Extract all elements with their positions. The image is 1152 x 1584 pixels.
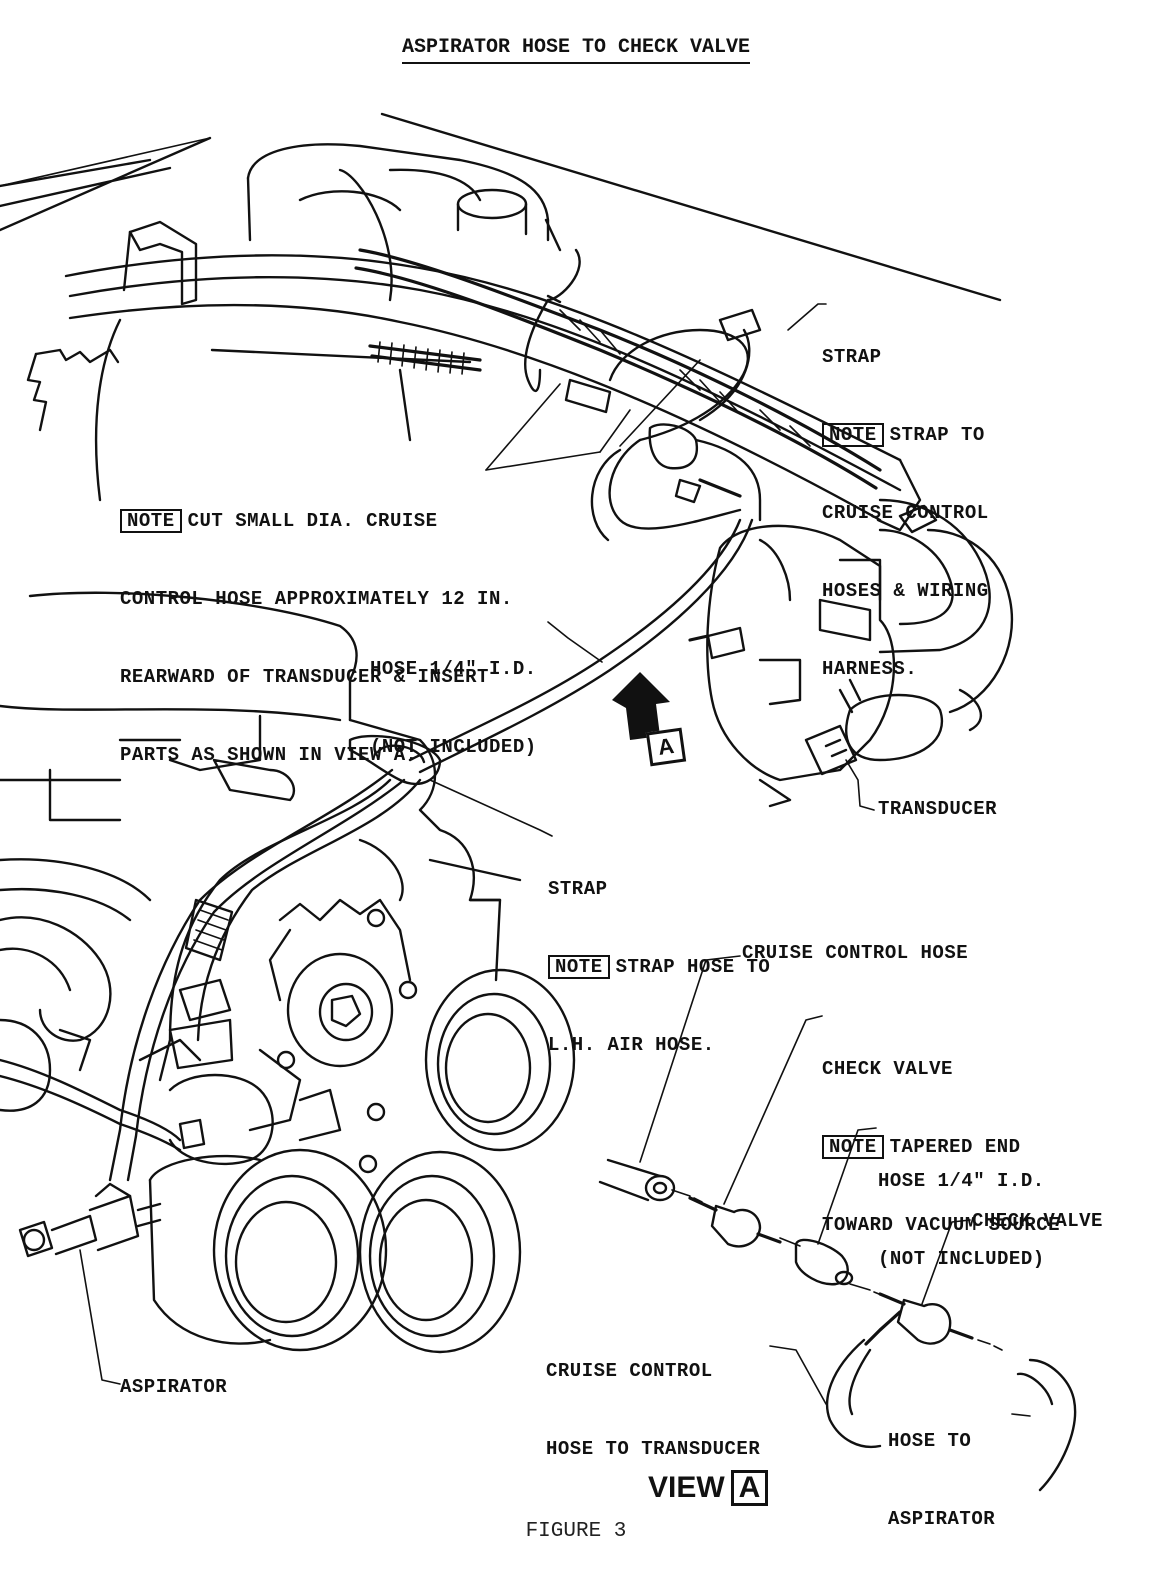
check-valve-1-text: TAPERED END bbox=[889, 1136, 1021, 1158]
upper-strap bbox=[524, 248, 762, 442]
check-valve-1-line3: TOWARD VACUUM SOURCE bbox=[822, 1214, 1061, 1236]
view-a-detail bbox=[598, 955, 1077, 1492]
hose-lower-line1: HOSE 1/4" I.D. bbox=[878, 1170, 1045, 1192]
strap-top-line4: HOSES & WIRING bbox=[822, 580, 989, 602]
note-cut-line3: REARWARD OF TRANSDUCER & INSERT bbox=[120, 666, 489, 688]
view-label: VIEW bbox=[648, 1471, 725, 1504]
note-box: NOTE bbox=[822, 423, 884, 447]
left-hoses bbox=[0, 916, 182, 1152]
hose-upper-line2: (NOT INCLUDED) bbox=[370, 736, 537, 758]
compressor bbox=[138, 1038, 274, 1166]
harness-connector bbox=[564, 378, 742, 504]
view-a-arrow bbox=[612, 672, 670, 740]
note-box: NOTE bbox=[548, 955, 610, 979]
note-box: NOTE bbox=[822, 1135, 884, 1159]
clamp-bracket bbox=[122, 220, 198, 306]
engine-left-edge bbox=[26, 318, 472, 502]
view-a-marker-box: A bbox=[645, 727, 687, 767]
strap-mid-title: STRAP bbox=[548, 878, 608, 900]
hose-to-asp-line2: ASPIRATOR bbox=[888, 1508, 996, 1530]
label-check-valve-2: CHECK VALVE bbox=[972, 1210, 1103, 1232]
hose-upper-line1: HOSE 1/4" I.D. bbox=[370, 658, 537, 680]
leader-lines bbox=[429, 303, 875, 837]
pulleys bbox=[148, 968, 576, 1354]
strap-mid-line3: L.H. AIR HOSE. bbox=[548, 1034, 715, 1056]
label-hose-lower: HOSE 1/4" I.D. (NOT INCLUDED) bbox=[878, 1116, 1045, 1324]
reservoir bbox=[246, 143, 562, 302]
diagram-title-text: ASPIRATOR HOSE TO CHECK VALVE bbox=[401, 36, 751, 64]
cc-hose-line2: HOSE TO TRANSDUCER bbox=[546, 1438, 761, 1460]
transducer-body bbox=[688, 524, 943, 808]
cc-hose-line1: CRUISE CONTROL bbox=[546, 1360, 713, 1382]
hose-to-asp-line1: HOSE TO bbox=[888, 1430, 972, 1452]
right-hoses bbox=[878, 498, 1014, 732]
note-cut-line1: CUT SMALL DIA. CRUISE bbox=[187, 510, 438, 532]
air-hose bbox=[158, 778, 422, 1082]
label-transducer: TRANSDUCER bbox=[878, 798, 998, 820]
figure-caption: FIGURE 3 bbox=[525, 1520, 627, 1543]
label-hose-upper: HOSE 1/4" I.D. (NOT INCLUDED) bbox=[370, 604, 537, 812]
quarter-hose-lower bbox=[108, 768, 406, 1182]
strap-mid-text: STRAP HOSE TO bbox=[615, 956, 771, 978]
hose-lower-line2: (NOT INCLUDED) bbox=[878, 1248, 1045, 1270]
aspirator-fitting bbox=[18, 1182, 162, 1385]
strap-top-text: STRAP TO bbox=[889, 424, 985, 446]
strap-top-line5: HARNESS. bbox=[822, 658, 918, 680]
engine-block bbox=[0, 591, 522, 982]
diagram-title: ASPIRATOR HOSE TO CHECK VALVE bbox=[0, 36, 1152, 64]
label-hose-to-aspirator: HOSE TO ASPIRATOR bbox=[888, 1376, 995, 1584]
middle-strap bbox=[348, 734, 442, 786]
strap-top-title: STRAP bbox=[822, 346, 882, 368]
view-marker: A bbox=[730, 1470, 769, 1506]
fender-lines bbox=[0, 112, 1002, 302]
label-cruise-control-hose: CRUISE CONTROL HOSE bbox=[742, 942, 969, 964]
note-cut-line4: PARTS AS SHOWN IN VIEW A. bbox=[120, 744, 418, 766]
alternator bbox=[248, 898, 418, 1174]
strap-top-line3: CRUISE CONTROL bbox=[822, 502, 989, 524]
check-valve-1-title: CHECK VALVE bbox=[822, 1058, 953, 1080]
cruise-hose-loop bbox=[590, 438, 762, 542]
label-aspirator: ASPIRATOR bbox=[120, 1376, 228, 1398]
note-box: NOTE bbox=[120, 509, 182, 533]
note-cut-line2: CONTROL HOSE APPROXIMATELY 12 IN. bbox=[120, 588, 513, 610]
label-cc-hose-to-transducer: CRUISE CONTROL HOSE TO TRANSDUCER bbox=[546, 1306, 760, 1514]
